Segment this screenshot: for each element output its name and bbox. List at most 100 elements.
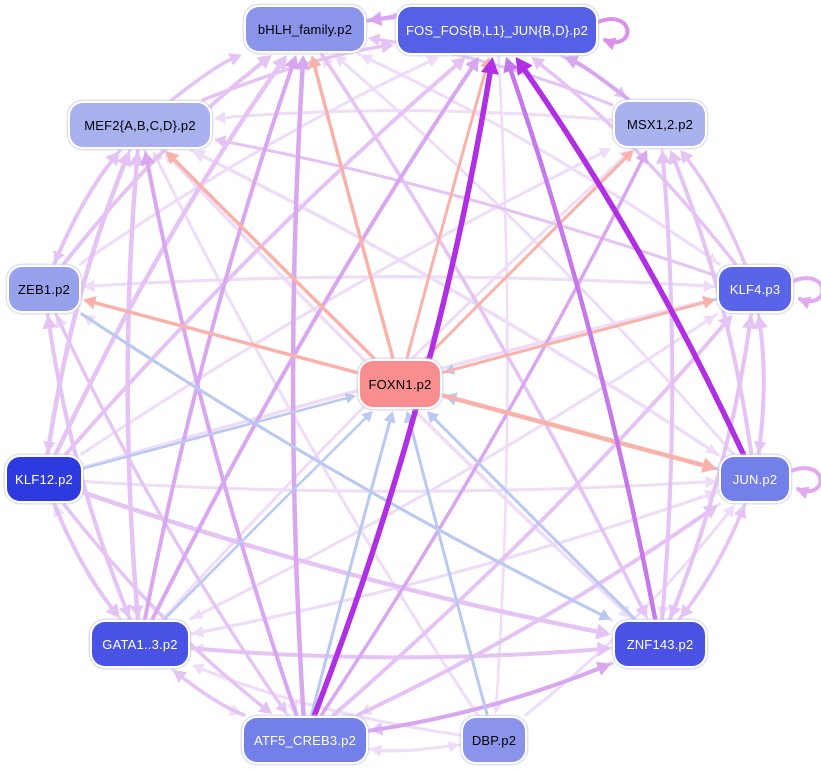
edge-ZEB1-ATF5-arrowhead — [275, 701, 287, 714]
edge-ATF5-GATA — [178, 673, 246, 717]
node-label: KLF12.p2 — [15, 471, 73, 487]
node-msx[interactable]: MSX1,2.p2 — [615, 102, 705, 146]
edge-ZNF143-FOXN1 — [431, 415, 637, 621]
edge-GATA-FOS-arrowhead — [465, 57, 479, 73]
edge-ZNF143-MSX-arrowhead — [656, 150, 671, 164]
edge-FOXN1-JUN — [440, 393, 709, 469]
edge-ATF5-JUN-arrowhead — [702, 505, 718, 519]
node-label: MEF2{A,B,C,D}.p2 — [84, 117, 196, 133]
edge-GATA-FOXN1-arrowhead — [361, 411, 373, 423]
edge-KLF4-ZNF143 — [672, 312, 754, 612]
edge-KLF12-MSX — [80, 150, 605, 456]
node-znf143[interactable]: ZNF143.p2 — [615, 622, 705, 666]
edge-ZEB1-ATF5 — [54, 312, 284, 709]
edge-ATF5-KLF4-arrowhead — [718, 315, 733, 330]
edge-ATF5-bHLH — [290, 63, 306, 718]
edge-DBP-FOXN1 — [407, 417, 489, 717]
edge-ATF5-DBP — [367, 744, 453, 752]
edge-GATA-ZNF143-arrowhead — [597, 641, 611, 657]
edge-FOXN1-KLF4-arrowhead — [702, 296, 715, 309]
edge-bHLH-ZNF143 — [319, 52, 645, 612]
edge-KLF4-MSX-arrowhead — [680, 150, 694, 164]
node-klf4[interactable]: KLF4.p3 — [719, 267, 791, 311]
edge-KLF12-GATA-arrowhead — [105, 602, 120, 618]
edge-JUN-GATA-arrowhead — [192, 625, 205, 638]
edge-JUN-MEF2 — [198, 153, 720, 457]
edge-DBP-GATA-arrowhead — [192, 663, 205, 675]
edge-FOXN1-ZEB1 — [90, 300, 359, 375]
node-foxn1[interactable]: FOXN1.p2 — [360, 361, 440, 407]
node-zeb1[interactable]: ZEB1.p2 — [9, 267, 79, 311]
edge-MEF2-FOS-arrowhead — [380, 39, 394, 54]
self-loop-KLF4-arrowhead — [798, 296, 812, 310]
edge-bHLH-ZNF143-arrowhead — [635, 603, 648, 618]
edge-KLF12-ATF5 — [61, 502, 267, 711]
node-label: bHLH_family.p2 — [257, 21, 353, 37]
edge-ATF5-FOXN1 — [310, 417, 392, 717]
node-label: KLF4.p3 — [729, 281, 781, 297]
node-label: MSX1,2.p2 — [626, 116, 694, 132]
edge-KLF12-GATA — [52, 502, 116, 613]
edge-GATA-bHLH-arrowhead — [284, 55, 299, 71]
node-bhlh[interactable]: bHLH_family.p2 — [246, 7, 364, 51]
edge-KLF4-MEF2 — [220, 139, 718, 278]
edge-FOXN1-KLF4 — [441, 300, 709, 374]
edge-FOXN1-MEF2-arrowhead — [165, 151, 180, 165]
edge-GATA-bHLH — [142, 62, 295, 621]
edge-MEF2-GATA-arrowhead — [130, 605, 144, 618]
node-dbp[interactable]: DBP.p2 — [463, 718, 525, 762]
edge-KLF4-JUN — [757, 312, 766, 447]
edge-ATF5-MSX — [319, 156, 645, 717]
edge-MSX-bHLH-arrowhead — [368, 33, 381, 46]
edge-JUN-FOS — [520, 64, 747, 457]
edge-GATA-FOXN1 — [163, 415, 369, 621]
edge-MSX-MEF2-arrowhead — [214, 111, 226, 124]
edge-FOS-DBP — [494, 54, 509, 708]
node-label: JUN.p2 — [732, 471, 778, 487]
node-label: ZNF143.p2 — [626, 636, 694, 652]
edge-KLF4-ZNF143-arrowhead — [668, 604, 682, 618]
edge-JUN-FOS-arrowhead — [515, 57, 533, 76]
edge-ZEB1-KLF4-arrowhead — [703, 279, 715, 293]
edge-ATF5-FOS-arrowhead — [481, 57, 499, 75]
node-label: FOXN1.p2 — [368, 376, 432, 392]
node-label: ZEB1.p2 — [18, 281, 70, 297]
edge-FOXN1-bHLH-arrowhead — [308, 55, 322, 69]
edge-KLF12-ZNF143 — [81, 490, 603, 635]
node-label: ATF5_CREB3.p2 — [253, 732, 357, 748]
edge-FOXN1-MEF2 — [170, 155, 376, 360]
edge-MEF2-JUN — [189, 148, 712, 451]
edge-ATF5-bHLH-arrowhead — [294, 55, 311, 70]
edge-FOXN1-MSX-arrowhead — [621, 150, 634, 163]
edge-DBP-MEF2 — [155, 157, 479, 717]
edge-ATF5-MSX-arrowhead — [635, 150, 648, 165]
edge-JUN-ZNF143 — [684, 502, 747, 613]
node-fos[interactable]: FOS_FOS{B,L1}_JUN{B,D}.p2 — [398, 7, 596, 53]
edge-KLF4-MEF2-arrowhead — [214, 135, 227, 148]
edge-ATF5-FOXN1-arrowhead — [383, 411, 396, 424]
node-jun[interactable]: JUN.p2 — [721, 457, 789, 501]
node-gata[interactable]: GATA1..3.p2 — [92, 622, 188, 666]
edge-KLF4-GATA-arrowhead — [192, 608, 204, 619]
edge-ZEB1-FOS — [78, 59, 433, 266]
node-atf5[interactable]: ATF5_CREB3.p2 — [244, 718, 366, 762]
edge-KLF4-JUN-arrowhead — [754, 440, 767, 453]
node-mef2[interactable]: MEF2{A,B,C,D}.p2 — [70, 103, 210, 147]
edge-FOXN1-ZEB1-arrowhead — [83, 296, 97, 310]
edge-KLF12-bHLH — [53, 61, 283, 457]
node-klf12[interactable]: KLF12.p2 — [7, 457, 81, 501]
edge-MEF2-GATA — [125, 148, 140, 611]
edge-ATF5-ZNF143-arrowhead — [595, 661, 611, 676]
edge-FOXN1-FOS — [405, 63, 489, 360]
edge-KLF12-FOXN1 — [82, 396, 350, 470]
edge-KLF4-FOS-arrowhead — [531, 57, 546, 70]
edge-KLF12-bHLH-arrowhead — [272, 55, 287, 72]
edge-ZNF143-FOS-arrowhead — [503, 57, 519, 74]
edge-MEF2-bHLH — [170, 56, 236, 102]
edge-MEF2-bHLH-arrowhead — [228, 53, 242, 66]
edge-ATF5-DBP-arrowhead — [448, 740, 459, 752]
edge-FOXN1-JUN-arrowhead — [701, 457, 717, 473]
edge-JUN-ZNF143-arrowhead — [680, 604, 694, 618]
edge-FOS-bHLH-arrowhead — [368, 11, 383, 26]
